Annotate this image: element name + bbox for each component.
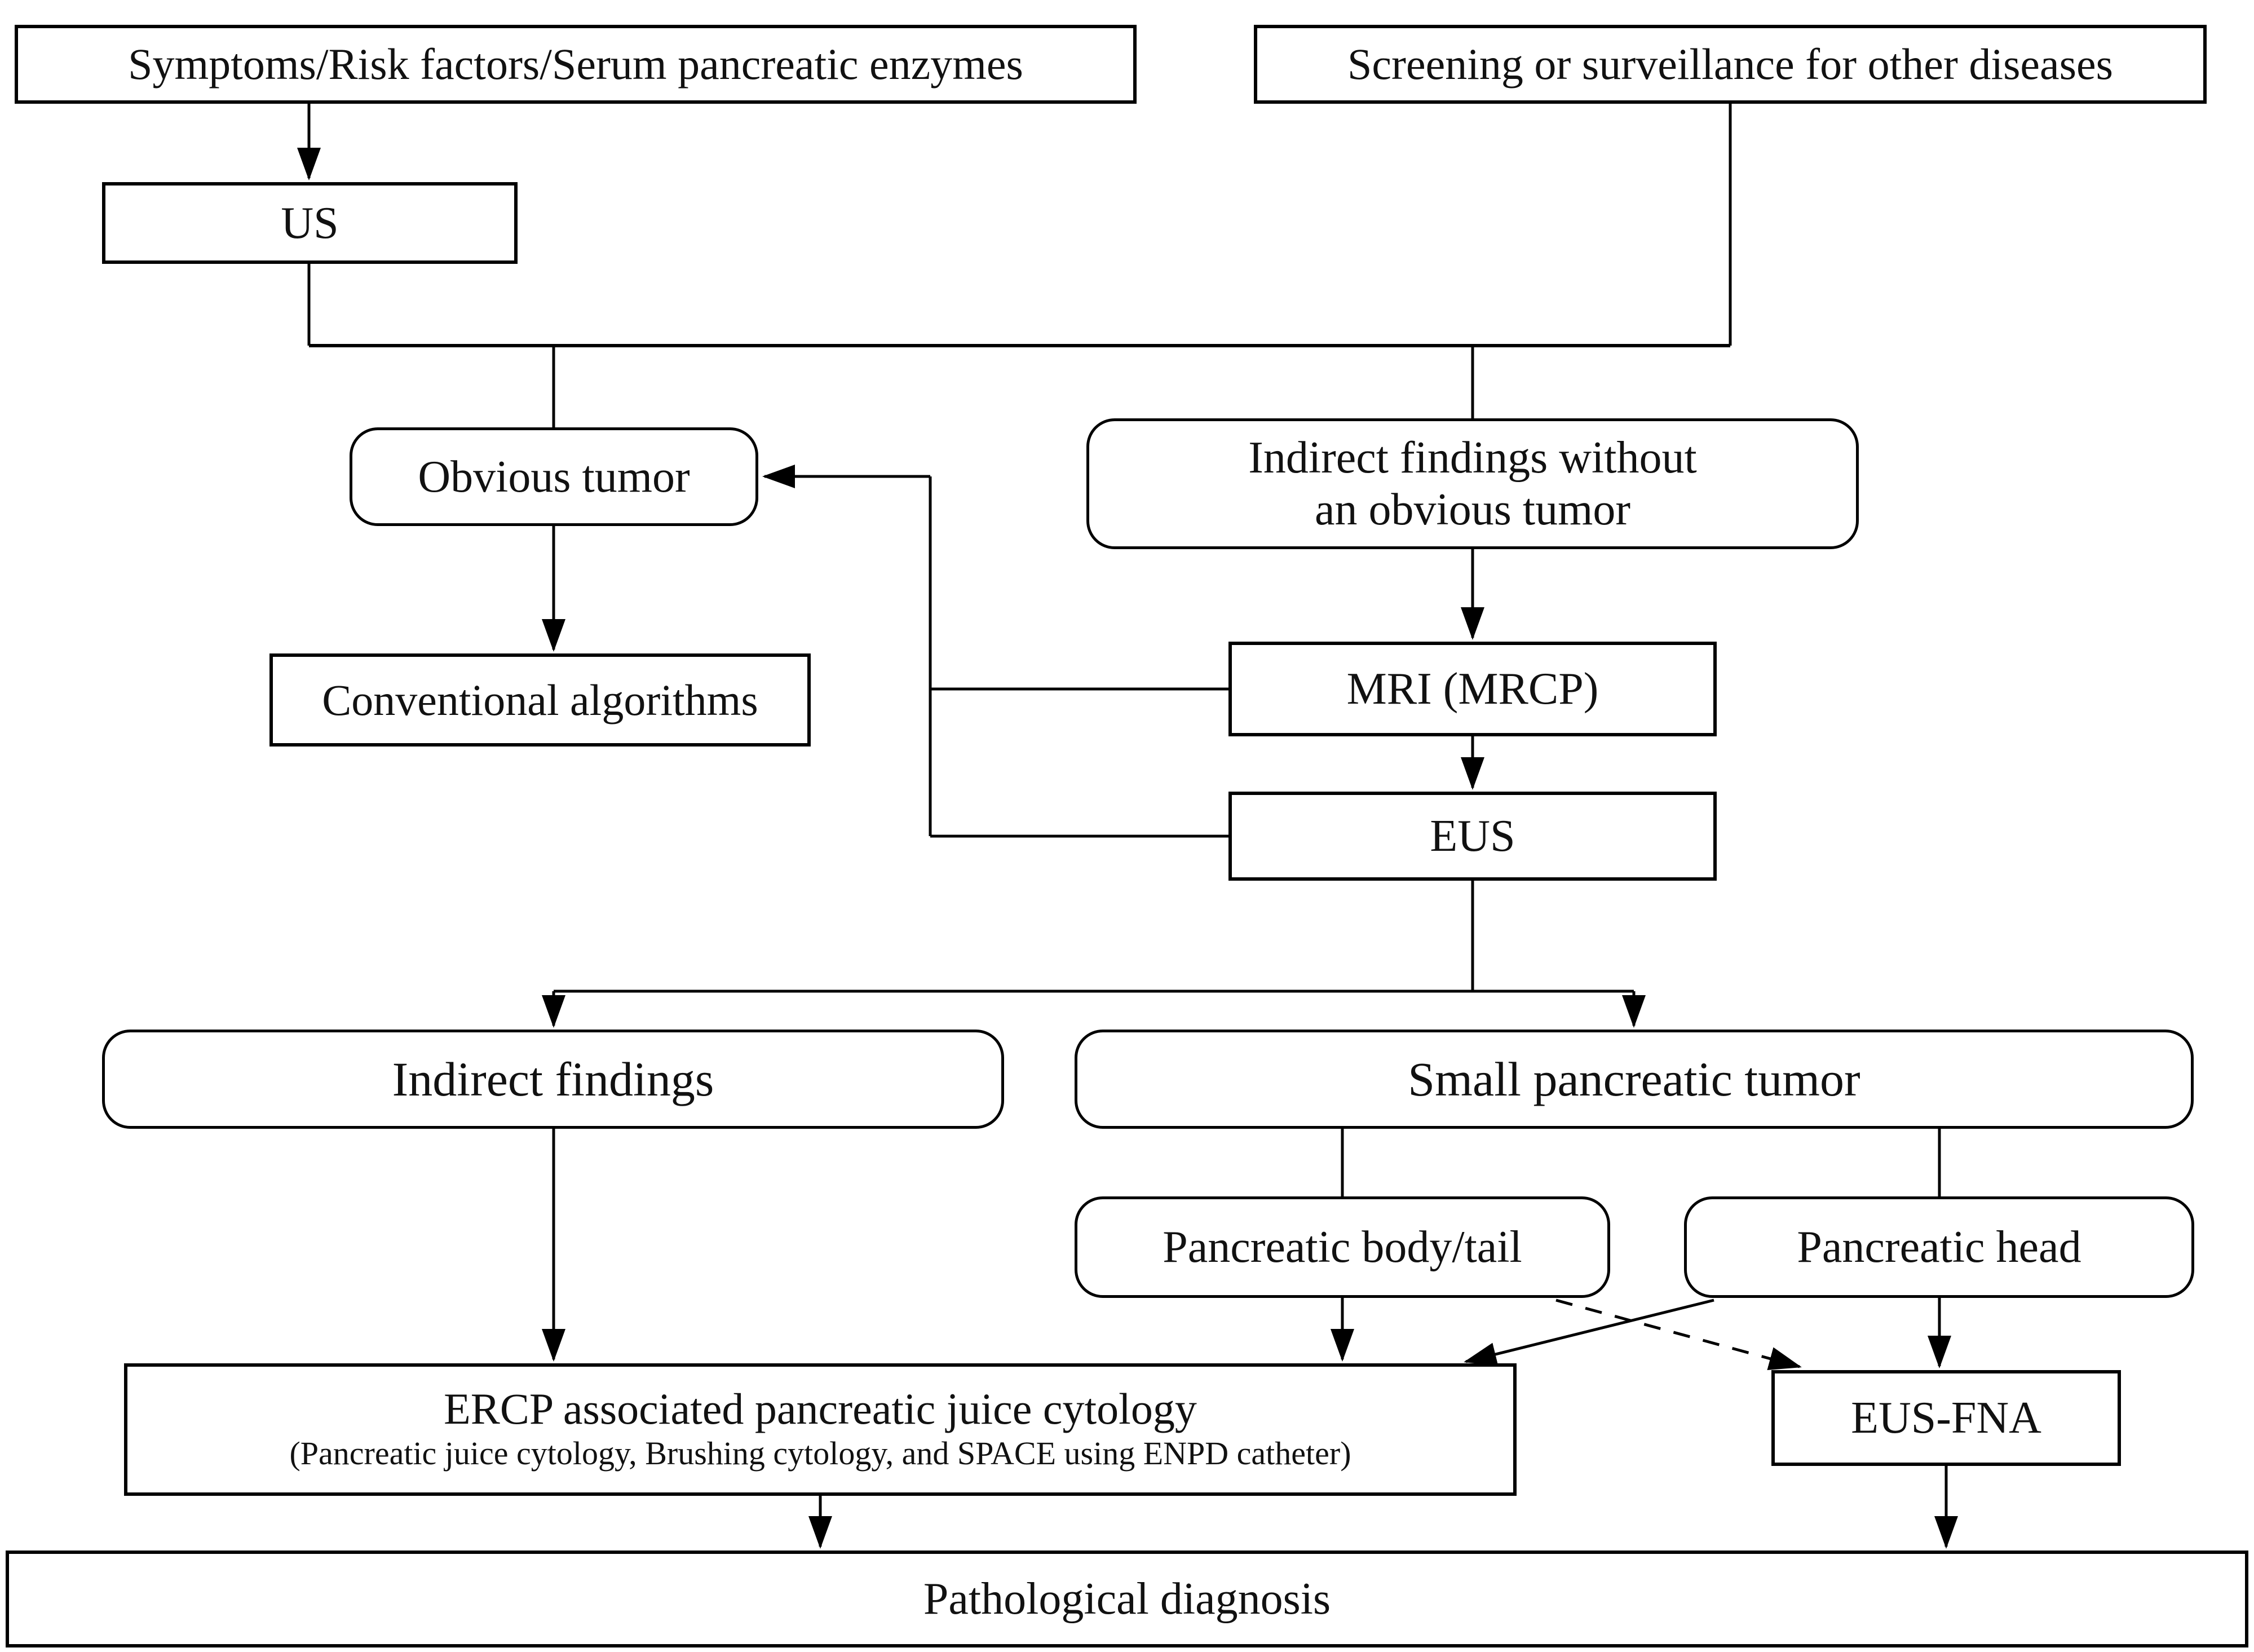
node-pancreatic-head: Pancreatic head bbox=[1684, 1196, 2194, 1298]
node-us-label: US bbox=[281, 198, 339, 248]
node-ercp-subtitle: (Pancreatic juice cytology, Brushing cyt… bbox=[289, 1435, 1351, 1472]
node-pancreatic-body-tail-label: Pancreatic body/tail bbox=[1163, 1222, 1522, 1272]
node-mri-label: MRI (MRCP) bbox=[1346, 664, 1599, 714]
node-ercp: ERCP associated pancreatic juice cytolog… bbox=[124, 1363, 1517, 1496]
node-indirect-findings: Indirect findings bbox=[102, 1030, 1004, 1129]
node-indirect-without-tumor-line2: an obvious tumor bbox=[1315, 485, 1630, 535]
node-ercp-title: ERCP associated pancreatic juice cytolog… bbox=[444, 1384, 1197, 1434]
node-obvious-tumor: Obvious tumor bbox=[350, 427, 758, 526]
node-eus: EUS bbox=[1228, 792, 1717, 881]
node-pathological-diagnosis: Pathological diagnosis bbox=[6, 1551, 2248, 1647]
node-screening: Screening or surveillance for other dise… bbox=[1254, 25, 2207, 104]
arrow-bodytail-to-eusfna-dashed bbox=[1555, 1298, 1802, 1371]
node-eus-label: EUS bbox=[1430, 811, 1515, 861]
node-obvious-tumor-label: Obvious tumor bbox=[418, 452, 690, 502]
node-indirect-without-tumor: Indirect findings without an obvious tum… bbox=[1086, 418, 1859, 549]
arrow-head-to-ercp-diagonal bbox=[1464, 1298, 1714, 1366]
node-eus-fna-label: EUS-FNA bbox=[1851, 1393, 2041, 1443]
node-symptoms: Symptoms/Risk factors/Serum pancreatic e… bbox=[15, 25, 1137, 104]
node-mri: MRI (MRCP) bbox=[1228, 642, 1717, 736]
node-small-pancreatic-tumor-label: Small pancreatic tumor bbox=[1408, 1052, 1860, 1106]
node-eus-fna: EUS-FNA bbox=[1771, 1370, 2121, 1466]
node-pathological-diagnosis-label: Pathological diagnosis bbox=[923, 1574, 1331, 1624]
node-screening-label: Screening or surveillance for other dise… bbox=[1347, 39, 2113, 89]
node-small-pancreatic-tumor: Small pancreatic tumor bbox=[1075, 1030, 2194, 1129]
node-symptoms-label: Symptoms/Risk factors/Serum pancreatic e… bbox=[128, 39, 1023, 89]
node-pancreatic-head-label: Pancreatic head bbox=[1797, 1222, 2081, 1272]
node-conventional-algorithms: Conventional algorithms bbox=[269, 653, 811, 747]
node-conventional-algorithms-label: Conventional algorithms bbox=[322, 675, 758, 725]
node-us: US bbox=[102, 182, 518, 264]
node-pancreatic-body-tail: Pancreatic body/tail bbox=[1075, 1196, 1610, 1298]
node-indirect-findings-label: Indirect findings bbox=[392, 1052, 714, 1106]
node-indirect-without-tumor-line1: Indirect findings without bbox=[1248, 433, 1697, 483]
